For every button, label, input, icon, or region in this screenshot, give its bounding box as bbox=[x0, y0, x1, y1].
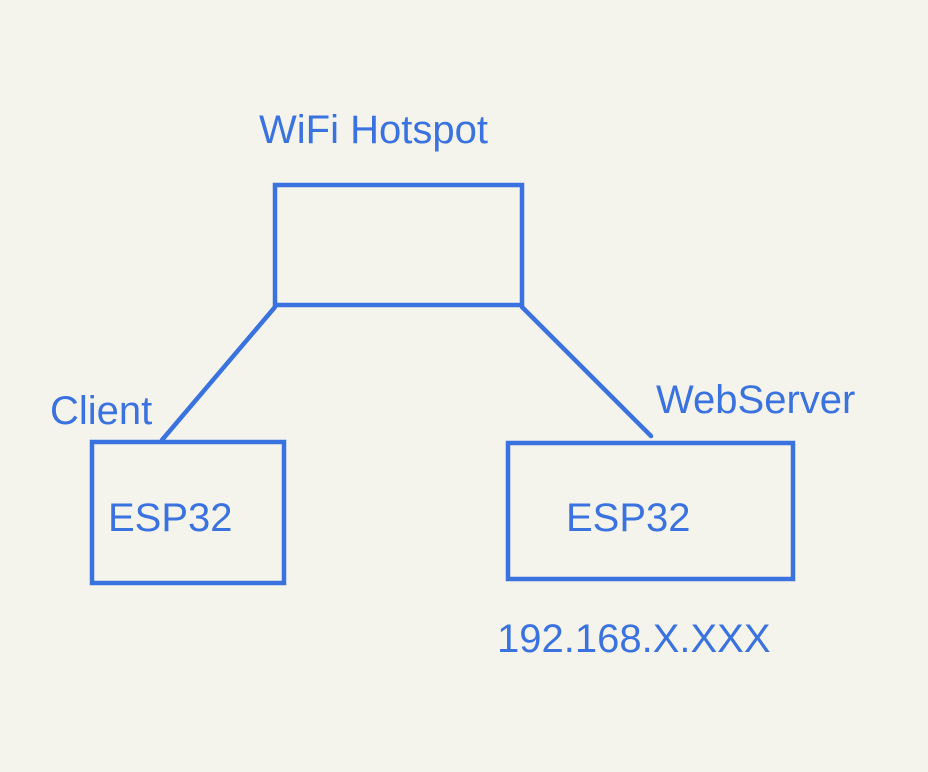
hotspot-box bbox=[272, 182, 525, 308]
client-box bbox=[89, 439, 287, 586]
hotspot-label: WiFi Hotspot bbox=[259, 108, 488, 152]
client-role-label: Client bbox=[50, 389, 153, 433]
client-link bbox=[159, 304, 278, 443]
webserver-box bbox=[505, 440, 796, 582]
webserver-device-label: ESP32 bbox=[566, 496, 691, 540]
client-device-label: ESP32 bbox=[108, 496, 233, 540]
webserver-link bbox=[519, 304, 654, 439]
webserver-role-label: WebServer bbox=[656, 378, 856, 422]
webserver-ip-address: 192.168.X.XXX bbox=[497, 617, 771, 661]
